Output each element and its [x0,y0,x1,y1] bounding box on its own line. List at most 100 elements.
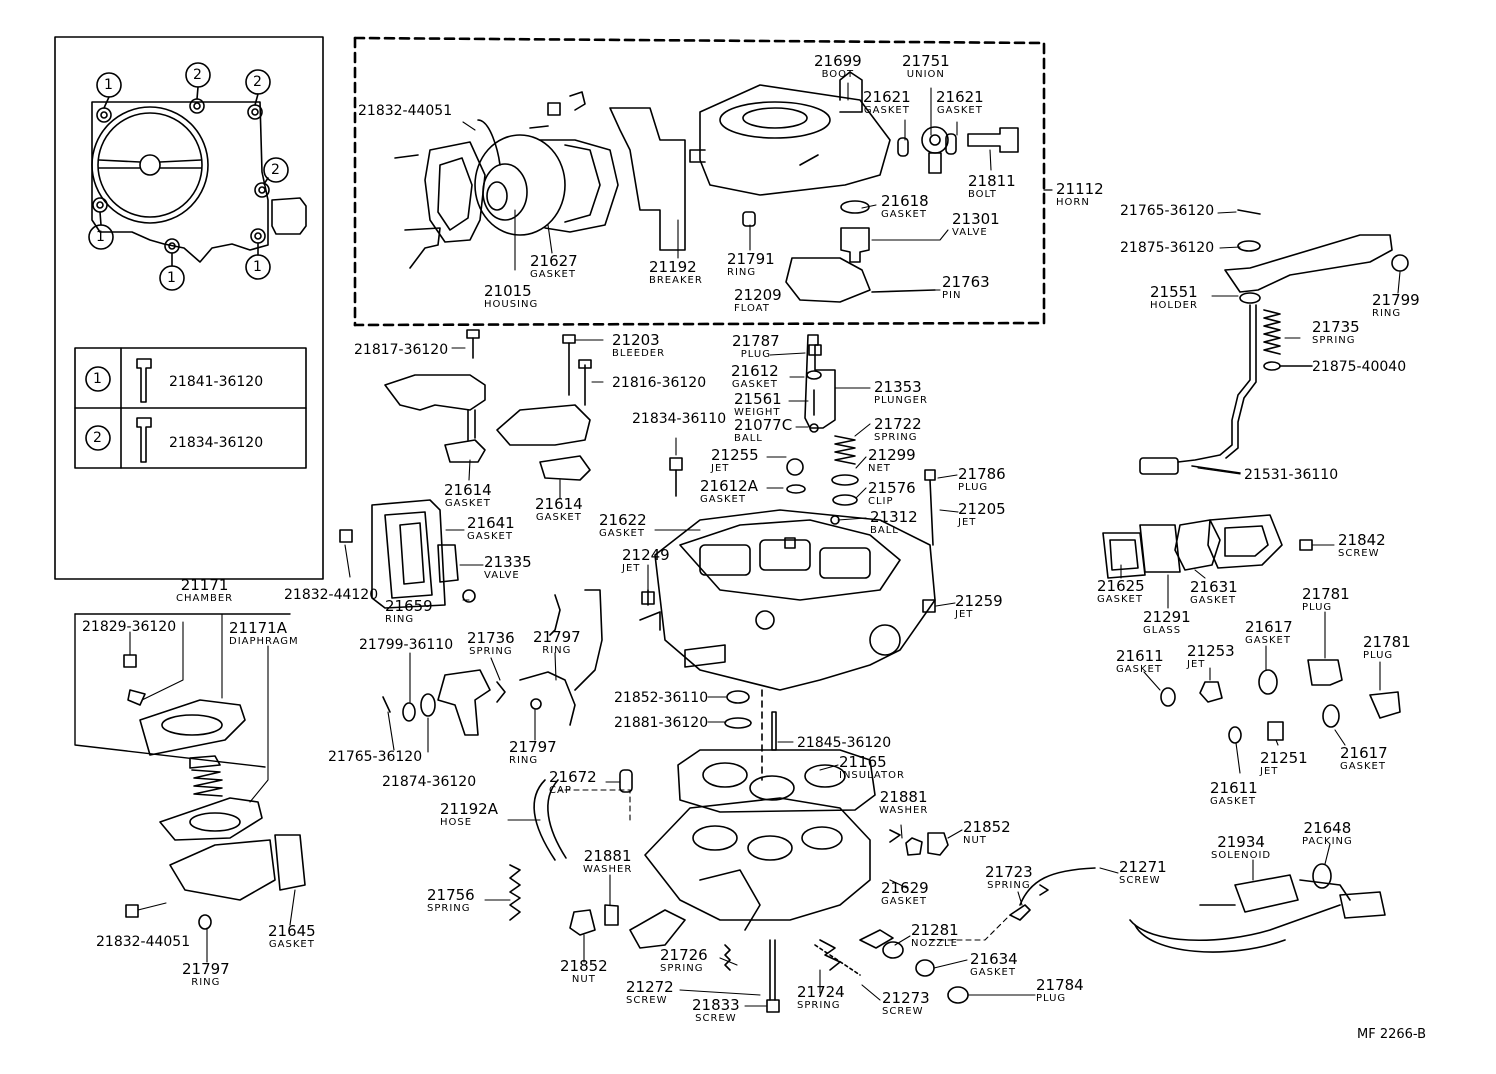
leader-lines [129,82,1401,1007]
part-label: 21875-36120 [1120,240,1215,256]
part-label: 21765-36120 [328,749,423,765]
part-label: 21834-36110 [632,411,727,427]
horn-assembly-drawing [394,71,1019,303]
figure-code: MF 2266-B [1357,1027,1427,1042]
part-label: 21852-36110 [614,690,709,706]
inset-marker: 2 [253,74,262,90]
linkage-drawing [1139,209,1409,475]
part-label: 21531-36110 [1244,467,1339,483]
inset-marker: 1 [253,259,262,275]
legend-part-number: 21841-36120 [169,374,264,390]
horn-group-frame [353,36,1046,327]
part-label: 21817-36120 [354,342,449,358]
part-label: 21765-36120 [1120,203,1215,219]
part-label: 21816-36120 [612,375,707,391]
inset-marker: 1 [167,270,176,286]
part-label: 21845-36120 [797,735,892,751]
part-label: 21874-36120 [382,774,477,790]
part-label: 21832-44120 [284,587,379,603]
part-label: 21881-36120 [614,715,709,731]
part-label: 21875-40040 [1312,359,1407,375]
inset-marker: 2 [271,162,280,178]
inset-marker: 2 [193,67,202,83]
part-label: 21799-36110 [359,637,454,653]
right-parts-drawing [1102,514,1401,953]
body-drawing [639,509,936,691]
legend-mark: 2 [93,430,102,446]
part-label: 21832-44051 [358,103,453,119]
part-label: 21829-36120 [82,619,177,635]
part-label: 21832-44051 [96,934,191,950]
legend-part-number: 21834-36120 [169,435,264,451]
inset-marker: 1 [104,77,113,93]
inset-marker: 1 [96,229,105,245]
